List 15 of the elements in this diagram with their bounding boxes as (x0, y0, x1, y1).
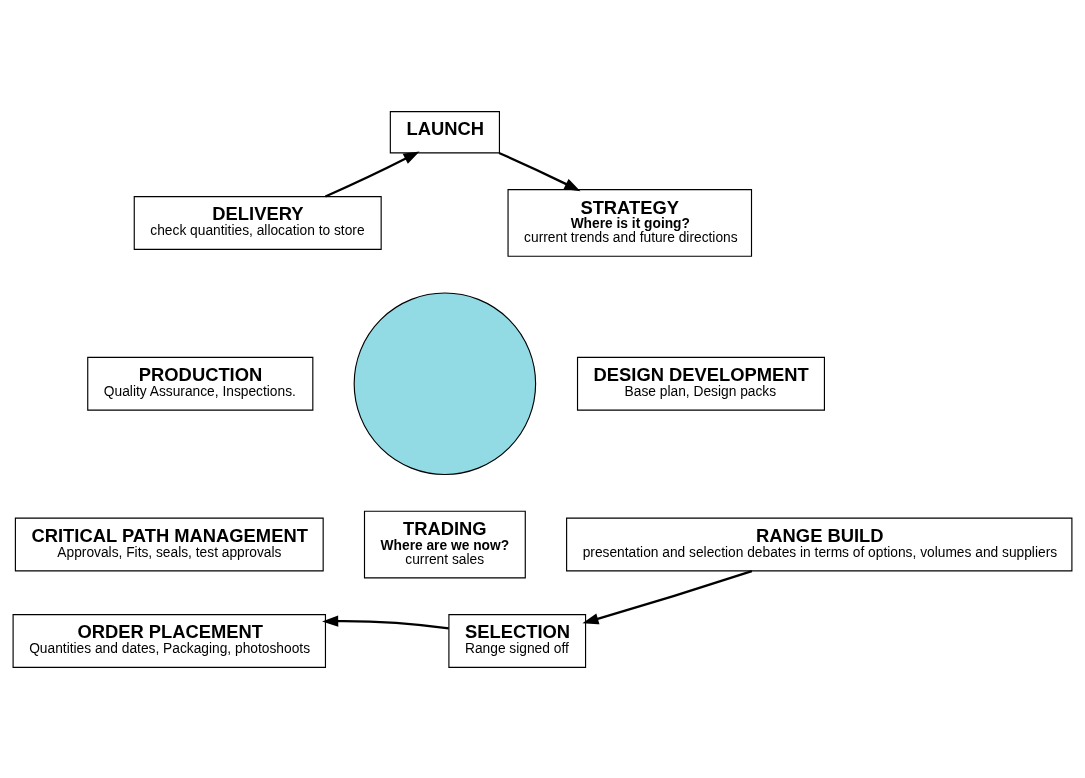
node-box: SELECTION Range signed off (448, 613, 587, 668)
node-box: LAUNCH (389, 110, 500, 153)
node-box: TRADING Where are we now? current sales (363, 510, 526, 578)
node-circle (353, 291, 537, 475)
node-box: CRITICAL PATH MANAGEMENT Approvals, Fits, seals, test approvals (14, 517, 324, 571)
arrow (582, 569, 753, 624)
node-box: RANGE BUILD presentation and selection debates in terms of options, volumes and suppliers (566, 517, 1073, 571)
node-box: ORDER PLACEMENT Quantities and dates, Packaging, photoshoots (12, 613, 327, 668)
arrow (324, 150, 420, 198)
arrow (498, 151, 581, 191)
arrow (322, 615, 449, 630)
node-box: DELIVERY check quantities, allocation to store (133, 195, 382, 250)
node-box: STRATEGY Where is it going? current trends and future directions (507, 188, 753, 257)
node-box: DESIGN DEVELOPMENT Base plan, Design packs (576, 356, 825, 411)
node-box: PRODUCTION Quality Assurance, Inspections. (87, 356, 314, 411)
